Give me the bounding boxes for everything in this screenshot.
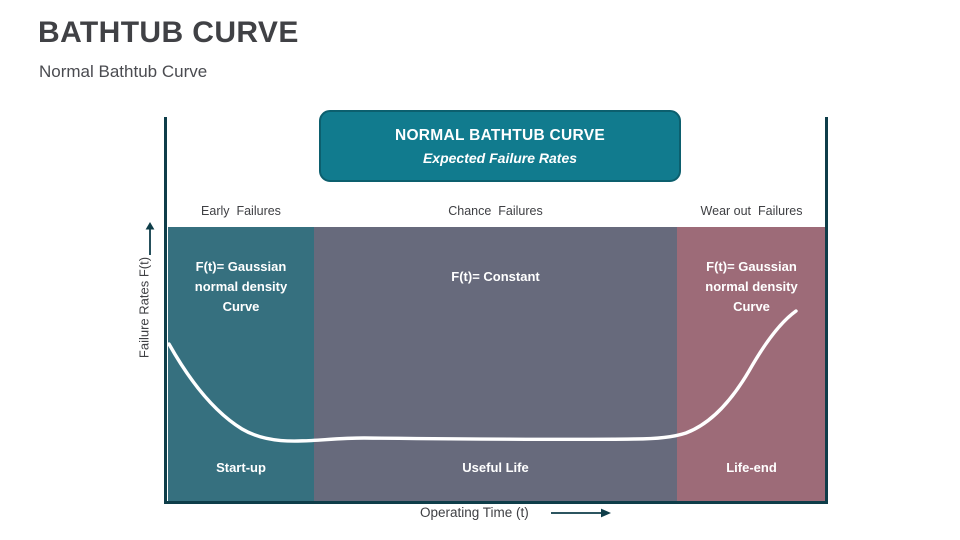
arrow-right-icon	[550, 508, 611, 517]
x-axis-label: Operating Time (t)	[420, 505, 529, 520]
page-subtitle: Normal Bathtub Curve	[39, 62, 208, 81]
chart-banner: NORMAL BATHTUB CURVE Expected Failure Ra…	[319, 110, 681, 182]
arrow-up-icon	[145, 222, 155, 255]
zone-footer-life-end: Life-end	[726, 460, 777, 475]
y-axis-label: Failure Rates F(t)	[136, 256, 152, 359]
banner-subtitle: Expected Failure Rates	[422, 149, 578, 166]
x-axis-line	[164, 501, 828, 504]
zone-footer-start-up: Start-up	[216, 460, 266, 475]
banner-title: NORMAL BATHTUB CURVE	[394, 126, 606, 144]
zone-formula-wear-out-failures: F(t)= Gaussian normal density Curve	[705, 259, 798, 315]
y-axis-group: Failure Rates F(t)	[130, 222, 160, 402]
zone-header-wear-out-failures: Wear out Failures	[700, 204, 803, 218]
right-axis-line	[825, 117, 828, 502]
chart-plot-area	[164, 117, 828, 504]
zone-footer-useful-life: Useful Life	[462, 460, 529, 475]
zone-formula-chance-failures: F(t)= Constant	[451, 269, 540, 284]
zone-header-chance-failures: Chance Failures	[448, 204, 543, 218]
zone-header-early-failures: Early Failures	[201, 204, 281, 218]
y-axis-line	[164, 117, 167, 502]
x-axis-group: Operating Time (t)	[420, 505, 611, 520]
page-title: BATHTUB CURVE	[38, 16, 299, 49]
